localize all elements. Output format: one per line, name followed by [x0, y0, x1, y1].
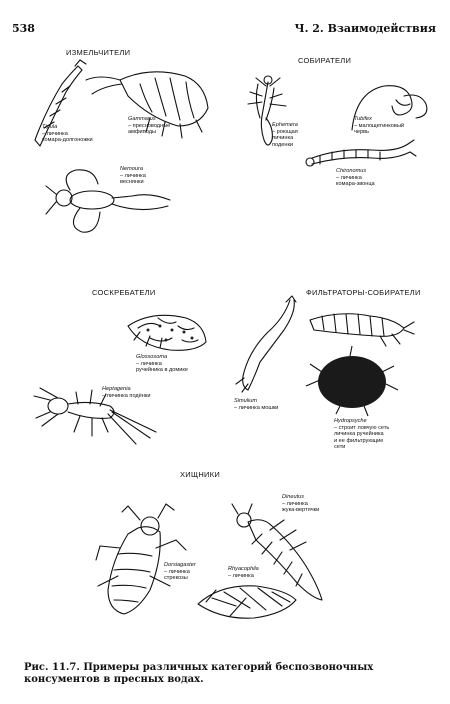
label-chironomus-name: Chironomus [336, 168, 367, 174]
section-predators: ХИЩНИКИ [180, 470, 221, 479]
label-hydropsyche-desc: – строит ловчую сеть личинка ручейника и… [334, 424, 390, 451]
label-gammarus: Gammarus– пресноводные амфиподы [128, 116, 170, 136]
label-simulium: Simulium– личинка мошки [234, 398, 278, 411]
chapter-title: Ч. 2. Взаимодействия [294, 22, 436, 35]
heptagenia-drawing [33, 387, 157, 445]
label-rhyacophila-desc: – личинка [228, 572, 254, 579]
label-glossosoma: Glossosoma– личинка ручейника в домике [136, 354, 188, 374]
label-tipula: Tipula– личинка комара-долгоножки [42, 124, 93, 144]
label-rhyacophila-name: Rhyacophila [228, 566, 259, 572]
page-number: 538 [12, 22, 35, 35]
glossosoma-drawing [127, 314, 207, 351]
hydropsyche-net-drawing [305, 345, 399, 417]
section-collectors: СОБИРАТЕЛИ [298, 56, 352, 65]
label-tipula-name: Tipula [42, 124, 58, 130]
dorsiagaster-drawing [95, 503, 187, 615]
label-dineutus-desc: – личинка жука-вертячки [282, 500, 320, 514]
label-gammarus-desc: – пресноводные амфиподы [128, 122, 171, 136]
gammarus-drawing [85, 71, 209, 139]
label-ephemera: Ephemera– роющая личинка поденки [272, 122, 298, 148]
label-heptagenia-name: Heptagenia [102, 386, 131, 392]
rhyacophila-drawing [197, 585, 297, 619]
glossosoma-case-texture [146, 324, 194, 342]
label-chironomus-desc: – личинка комара-звонца [336, 174, 375, 188]
simulium-drawing [235, 295, 297, 393]
label-dorsiagaster-name: Dorsiagaster [164, 562, 196, 568]
label-gammarus-name: Gammarus [128, 116, 156, 122]
hydropsyche-drawing [309, 313, 415, 347]
label-dineutus: Dineutus– личинка жука-вертячки [282, 494, 319, 514]
label-simulium-name: Simulium [234, 398, 258, 404]
label-nemoura-name: Nemoura [120, 166, 144, 172]
tubifex-drawing [351, 85, 428, 131]
label-glossosoma-name: Glossosoma [136, 354, 168, 360]
label-heptagenia-desc: – личинка подёнки [102, 392, 151, 399]
label-hydropsyche-name: Hydropsyche [334, 418, 367, 424]
label-glossosoma-desc: – личинка ручейника в домике [136, 360, 188, 374]
label-tubifex-desc: – малощетинковый червь [354, 122, 405, 136]
chironomus-drawing [305, 139, 417, 167]
dineutus-drawing [231, 503, 323, 601]
label-dorsiagaster-desc: – личинка стрекозы [164, 568, 190, 582]
tipula-larva-drawing [34, 59, 87, 147]
label-rhyacophila: Rhyacophila– личинка [228, 566, 259, 579]
label-nemoura: Nemoura– личинка веснянки [120, 166, 146, 186]
figure-caption: Рис. 11.7. Примеры различных категорий б… [24, 662, 440, 686]
label-ephemera-desc: – роющая личинка поденки [272, 128, 298, 148]
label-tipula-desc: – личинка комара-долгоножки [42, 130, 93, 144]
section-scrapers: СОСКРЕБАТЕЛИ [92, 288, 156, 297]
label-hydropsyche: Hydropsyche– строит ловчую сеть личинка … [334, 418, 389, 451]
caption-text: Примеры различных категорий беспозвоночн… [24, 662, 374, 685]
label-simulium-desc: – личинка мошки [234, 404, 279, 411]
label-heptagenia: Heptagenia– личинка подёнки [102, 386, 150, 399]
label-tubifex: Tubifex– малощетинковый червь [354, 116, 404, 136]
section-filter-collectors: ФИЛЬТРАТОРЫ-СОБИРАТЕЛИ [306, 288, 421, 297]
label-chironomus: Chironomus– личинка комара-звонца [336, 168, 375, 188]
ephemera-drawing [247, 75, 287, 146]
label-dorsiagaster: Dorsiagaster– личинка стрекозы [164, 562, 196, 582]
label-ephemera-name: Ephemera [272, 122, 298, 128]
label-tubifex-name: Tubifex [354, 116, 372, 122]
label-nemoura-desc: – личинка веснянки [120, 172, 146, 186]
label-dineutus-name: Dineutus [282, 494, 305, 500]
caption-lead: Рис. 11.7. [24, 662, 80, 673]
nemoura-drawing [45, 169, 171, 233]
section-shredders: ИЗМЕЛЬЧИТЕЛИ [66, 48, 131, 57]
